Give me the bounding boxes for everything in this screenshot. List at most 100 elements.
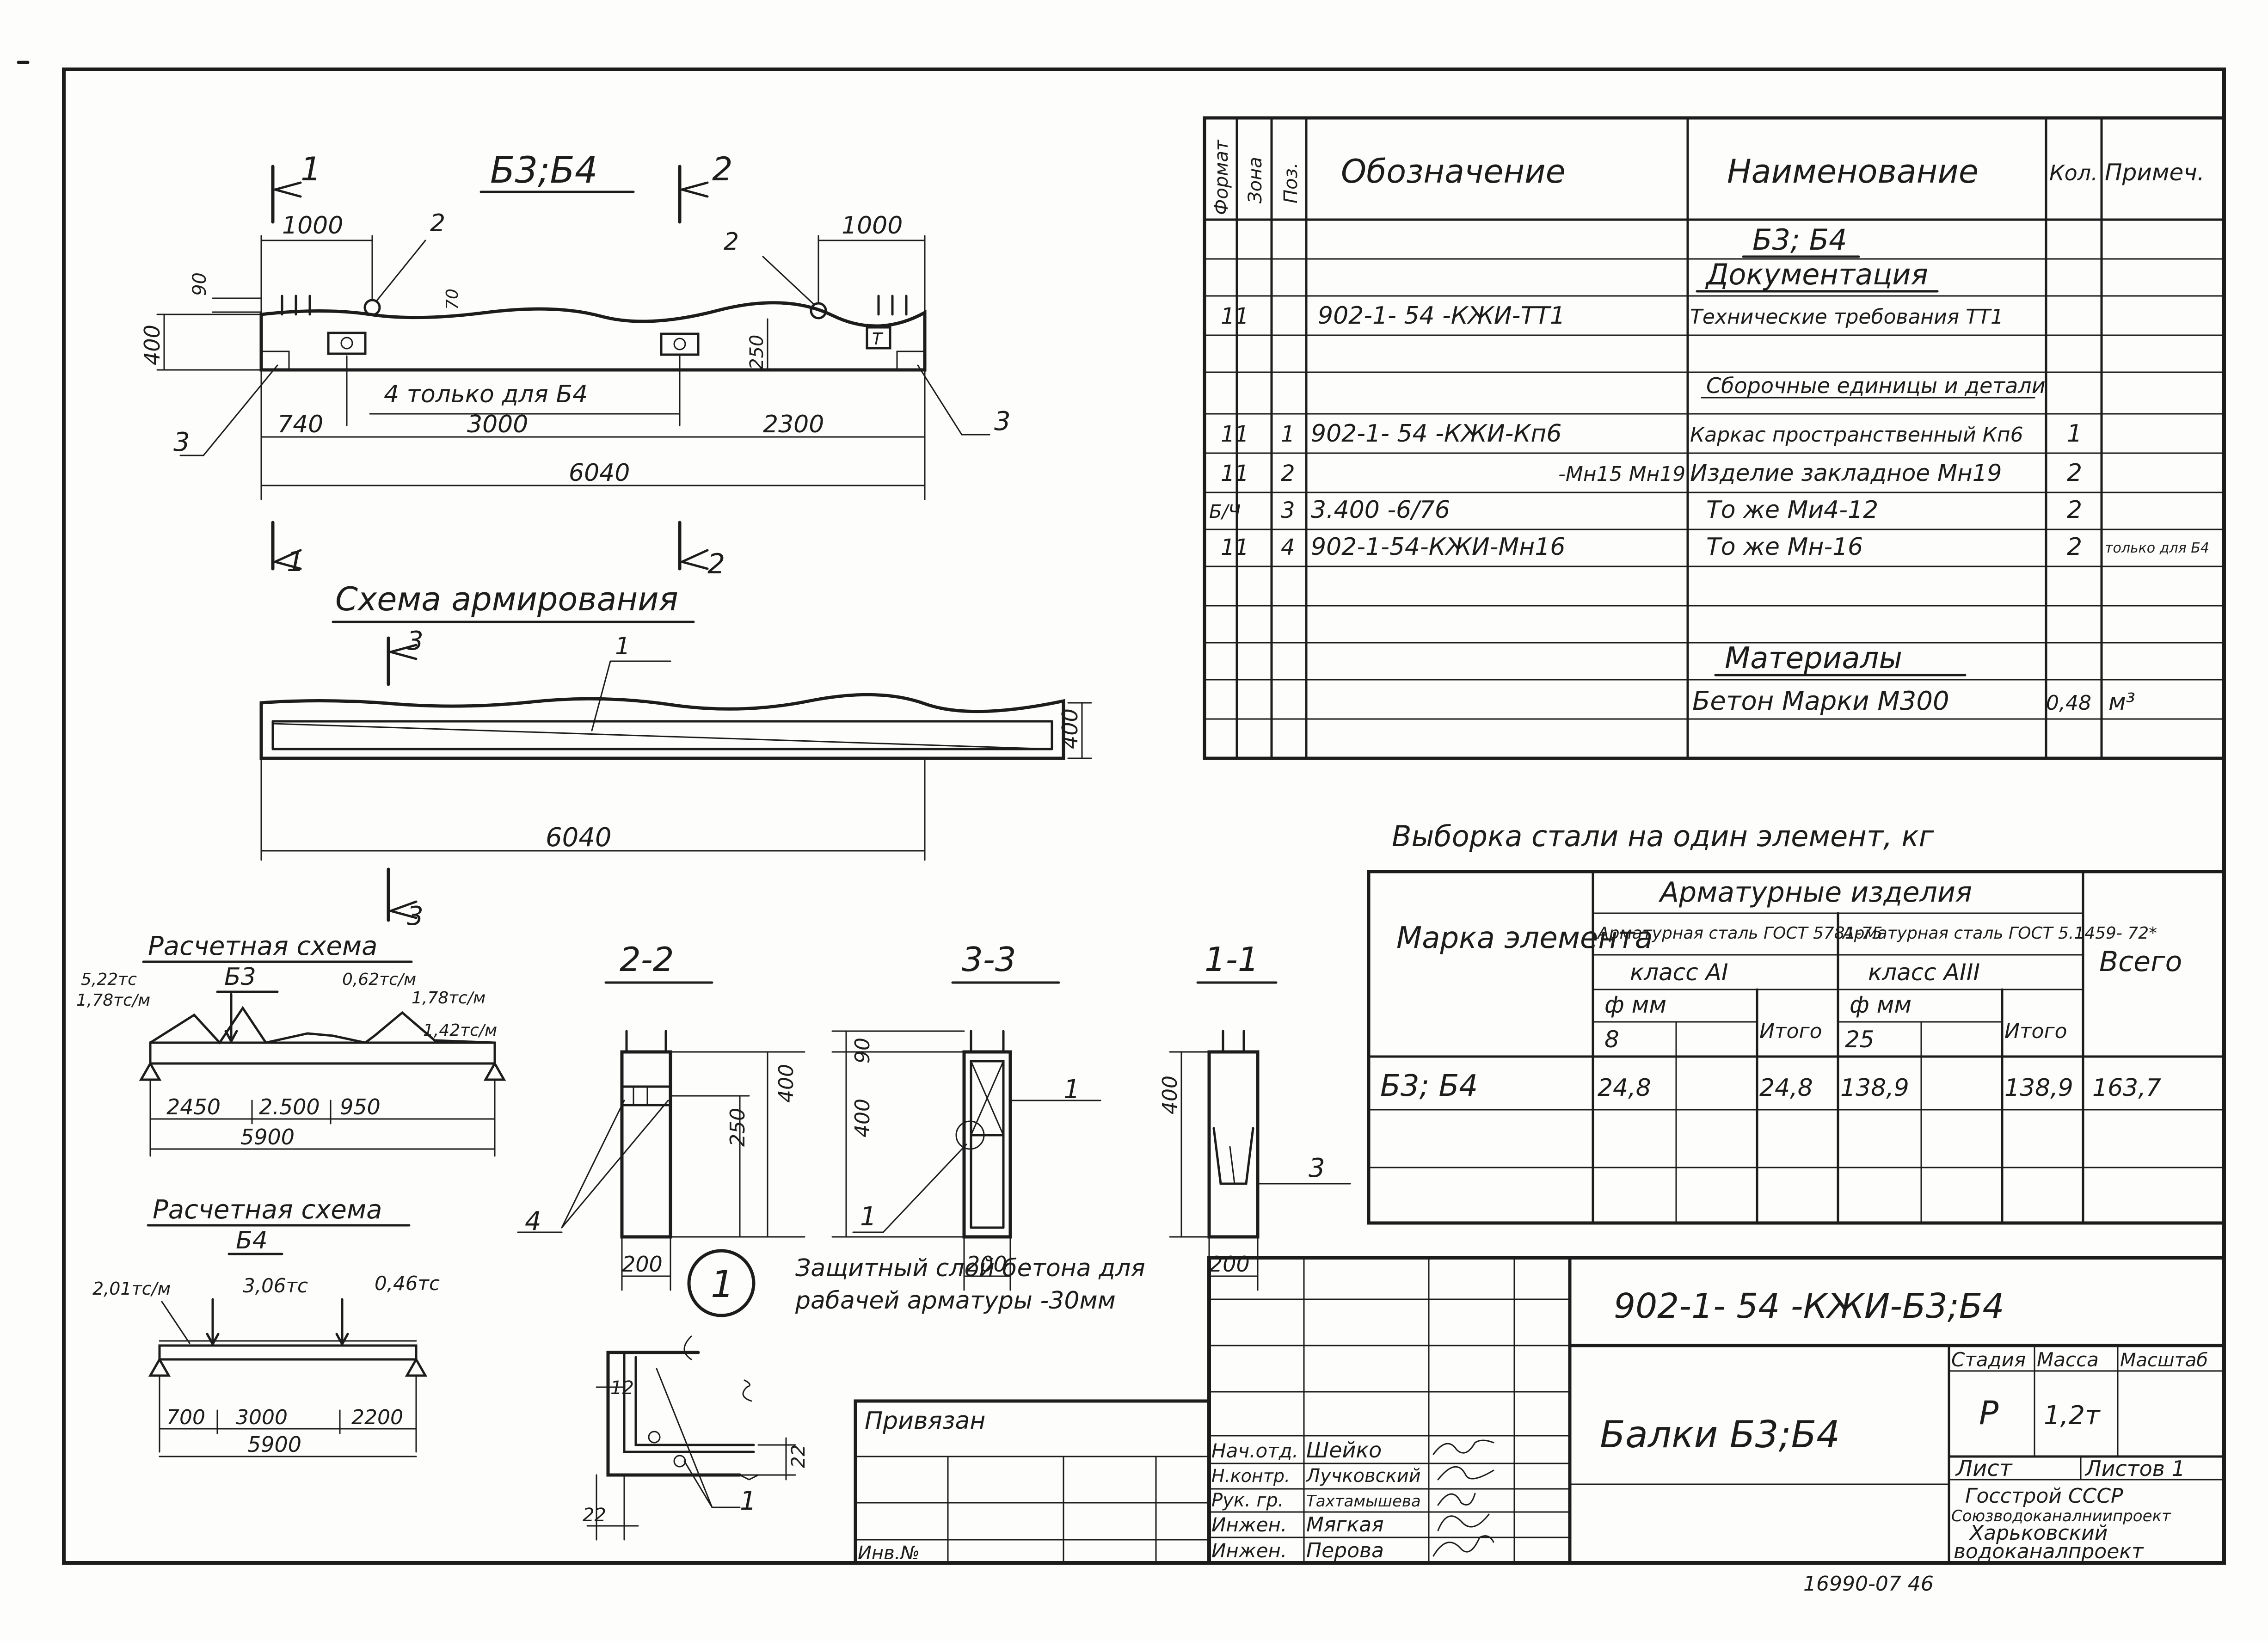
spec-h-format: Формат	[1211, 139, 1232, 215]
detail-num: 1	[711, 1263, 734, 1306]
detail-circle	[687, 1249, 756, 1317]
detail-dim12: 12	[610, 1377, 634, 1399]
spec-r0-format: 11	[1221, 303, 1249, 329]
dim-3000: 3000	[467, 411, 528, 438]
calc-b3-span1: 2450	[166, 1094, 221, 1119]
tb-name-2: Тахтамышева	[1306, 1492, 1421, 1511]
spec-r4-note: только для Б4	[2105, 540, 2209, 556]
tb-name-3: Мягкая	[1306, 1513, 1384, 1537]
tb-name-1: Лучковский	[1305, 1465, 1421, 1487]
note-4-b4: 4 только для Б4	[384, 381, 588, 408]
sec22-dim200: 200	[622, 1252, 663, 1277]
scheme-dim-6040: 6040	[546, 823, 612, 853]
tb-org-3: водоканалпроект	[1954, 1540, 2144, 1563]
spec-h-zone: Зона	[1245, 157, 1266, 203]
calc-b4-span1: 700	[166, 1406, 205, 1429]
spec-r3-pos: 3	[1281, 498, 1295, 523]
tb-stage: Р	[1979, 1394, 1999, 1432]
sec33-pos1b: 1	[860, 1202, 877, 1232]
elev-pos2-right: 2	[724, 228, 739, 256]
sec33-dim200: 200	[966, 1252, 1007, 1277]
spec-material-name: Бетон Марки М300	[1692, 686, 1949, 716]
tb-name-0: Шейко	[1306, 1438, 1382, 1463]
dim-6040: 6040	[569, 459, 630, 487]
calc-b3-span2: 2.500	[259, 1094, 320, 1119]
section-3-3-title: 3-3	[962, 940, 1016, 979]
reinforcement-scheme: Схема армирования 3 1 400 6040 3	[259, 580, 1092, 931]
tb-role-1: Н.контр.	[1211, 1466, 1290, 1486]
spec-r3-name: То же Ми4-12	[1706, 496, 1878, 524]
sec11-pos3: 3	[1309, 1153, 1325, 1183]
elev-pos3-left: 3	[173, 427, 190, 457]
bottom-note: 16990-07 46	[1803, 1572, 1934, 1596]
spec-h-name: Наименование	[1727, 153, 1979, 191]
spec-r1-qty: 1	[2067, 420, 2082, 448]
steel-row-total: 163,7	[2092, 1074, 2161, 1102]
steel-table: Выборка стали на один элемент, кг Марка …	[1367, 819, 2226, 1225]
scheme-title: Схема армирования	[335, 580, 678, 618]
detail-note1: Защитный слой бетона для	[795, 1254, 1145, 1282]
cut-2-label-top: 2	[712, 150, 733, 188]
spec-r1-designation: 902-1- 54 -КЖИ-Кп6	[1311, 420, 1561, 448]
tb-mass: 1,2т	[2044, 1401, 2101, 1431]
spec-table: Формат Зона Поз. Обозначение Наименовани…	[1203, 116, 2226, 760]
steel-col-mark: Марка элемента	[1396, 921, 1653, 955]
calc-b4-load2: 3,06тс	[243, 1274, 308, 1297]
tb-privyazan: Привязан	[865, 1407, 985, 1435]
steel-row-it1: 24,8	[1759, 1074, 1813, 1102]
tb-sheet-label: Лист	[1955, 1456, 2013, 1481]
elevation-title: Б3;Б4	[490, 150, 598, 191]
spec-r2-name: Изделие закладное Мн19	[1690, 460, 2002, 486]
steel-row-v2: 138,9	[1840, 1074, 1909, 1102]
calc-b3-load4: 1,78тс/м	[412, 989, 486, 1008]
calc-scheme-b3: Расчетная схема Б3 5,22тс 1,78тс/м 0,62т…	[76, 931, 506, 1157]
steel-dia2: ф мм	[1850, 991, 1912, 1018]
sec33-dim400: 400	[851, 1099, 874, 1137]
tb-name-4: Перова	[1306, 1539, 1384, 1562]
spec-r3-qty: 2	[2067, 496, 2082, 524]
elev-pos3-right: 3	[994, 406, 1011, 436]
spec-r4-designation: 902-1-54-КЖИ-Мн16	[1311, 533, 1565, 561]
mark-box: Т	[872, 330, 884, 349]
sec33-dim90: 90	[851, 1038, 874, 1063]
tb-role-2: Рук. гр.	[1211, 1490, 1284, 1511]
tb-role-4: Инжен.	[1211, 1539, 1287, 1562]
steel-class2: класс АIII	[1868, 959, 1980, 986]
cut-1-label-top: 1	[301, 150, 321, 188]
detail-dim22b: 22	[788, 1444, 809, 1468]
tb-role-3: Инжен.	[1211, 1513, 1287, 1536]
dim-70: 70	[443, 289, 462, 310]
steel-steel2: Арматурная сталь ГОСТ 5.1459- 72*	[1842, 924, 2157, 943]
calc-b3-total: 5900	[240, 1125, 295, 1149]
spec-h-note: Примеч.	[2105, 159, 2205, 186]
steel-dia1: ф мм	[1604, 991, 1666, 1018]
spec-section-materials: Материалы	[1725, 641, 1902, 676]
calc-b4-total: 5900	[247, 1432, 301, 1457]
sec11-dim200: 200	[1209, 1252, 1250, 1277]
spec-r0-name: Технические требования ТТ1	[1690, 305, 2004, 329]
spec-r1-pos: 1	[1281, 421, 1295, 447]
calc-b3-span3: 950	[340, 1094, 381, 1119]
cut-1-label-bot: 1	[287, 546, 304, 578]
signature-4	[1432, 1535, 1494, 1557]
spec-r3-format: Б/Ч	[1209, 501, 1241, 522]
sec11-dim400: 400	[1158, 1076, 1182, 1114]
scheme-cut3-bot: 3	[407, 901, 424, 931]
detail-1: 1 Защитный слой бетона для рабачей армат…	[583, 1249, 1145, 1541]
calc-b4-span3: 2200	[351, 1406, 403, 1429]
tb-org-0: Госстрой СССР	[1965, 1484, 2123, 1508]
spec-r4-format: 11	[1221, 535, 1249, 560]
steel-title: Выборка стали на один элемент, кг	[1392, 819, 1934, 853]
spec-h-designation: Обозначение	[1341, 153, 1566, 191]
section-2-2-title: 2-2	[620, 940, 674, 979]
steel-class1: класс АI	[1630, 959, 1728, 986]
steel-steel1: Арматурная сталь ГОСТ 5781-75	[1597, 924, 1882, 943]
sec22-dim250: 250	[726, 1108, 750, 1147]
tb-scale-label: Масштаб	[2120, 1350, 2208, 1371]
spec-h-pos: Поз.	[1280, 162, 1302, 203]
calc-b4-span2: 3000	[236, 1406, 288, 1429]
calc-b4-load3: 0,46тс	[375, 1272, 440, 1295]
steel-row-it2: 138,9	[2004, 1074, 2073, 1102]
